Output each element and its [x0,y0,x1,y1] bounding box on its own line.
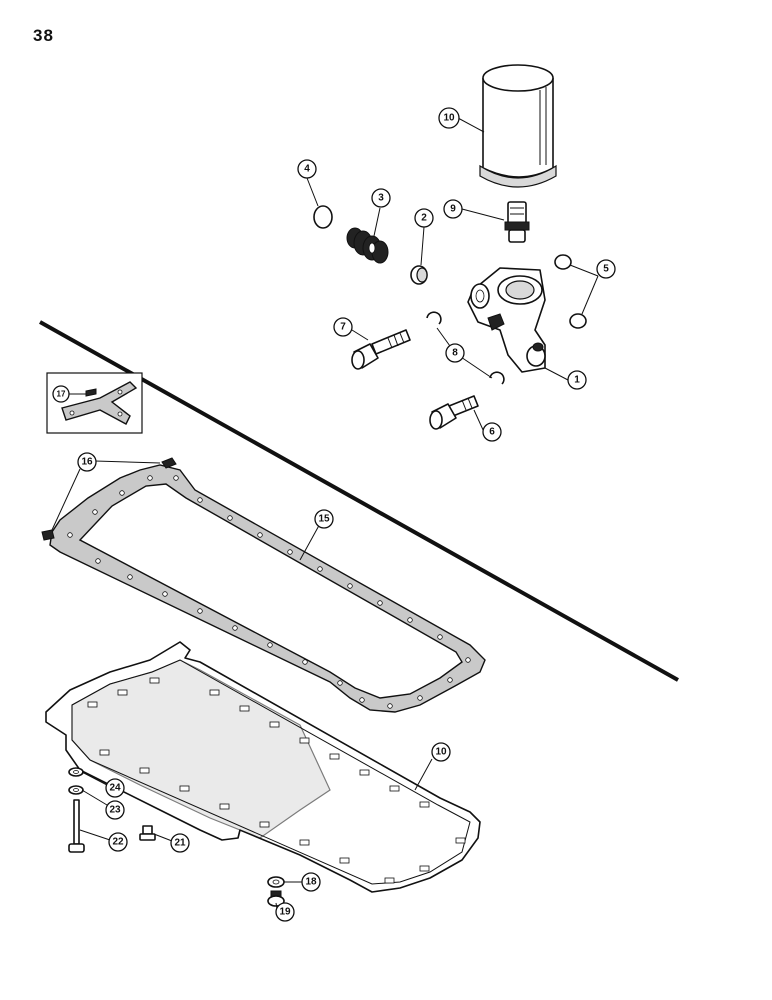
callout-1: 1 [567,370,587,390]
connector-nipple [504,201,530,243]
callout-8: 8 [445,343,465,363]
svg-text:24: 24 [109,783,121,794]
callout-7: 7 [333,317,353,337]
callout-24: 24 [105,778,125,798]
pan-flange-slots [87,677,466,884]
callout-17: 16 [77,452,97,472]
lock-washer-upper [426,311,442,325]
svg-text:9: 9 [450,204,456,215]
callout-16: 15 [314,509,334,529]
oil-filter [479,64,557,188]
short-bolt [429,395,479,430]
callout-10: 10 [438,107,460,129]
svg-text:3: 3 [378,193,384,204]
svg-text:19: 19 [279,907,291,918]
filter-adapter [467,267,546,373]
callout-4: 4 [297,159,317,179]
washer-24 [68,767,84,777]
o-ring-lower [569,313,587,329]
callout-9: 9 [443,199,463,219]
svg-text:1: 1 [574,375,580,386]
svg-text:16: 16 [81,457,93,468]
o-ring-upper [554,254,572,270]
callout-20: 19 [275,902,295,922]
relief-spring [346,227,389,264]
callout-15: 10 [431,742,451,762]
gasket-bolt-holes [67,475,471,709]
callout-6: 6 [482,422,502,442]
callout-2: 2 [414,208,434,228]
svg-text:21: 21 [174,838,186,849]
callout-21: 21 [170,833,190,853]
svg-text:18: 18 [305,877,317,888]
cap-plug [313,205,333,229]
callout-19: 18 [301,872,321,892]
relief-valve-plunger [410,265,428,285]
page-number: 38 [33,26,54,45]
lock-washer-lower [489,371,505,385]
callout-5: 5 [596,259,616,279]
long-stud-bolt-22 [68,799,85,853]
svg-text:10: 10 [435,747,447,758]
svg-text:4: 4 [304,164,310,175]
inset-detail-box [46,372,143,434]
svg-text:10: 10 [443,113,455,124]
svg-text:23: 23 [109,805,121,816]
long-bolt [351,329,411,370]
svg-text:17: 17 [57,390,66,399]
svg-text:7: 7 [340,322,346,333]
separator-line [39,320,679,682]
oil-pan-gasket [41,457,486,713]
svg-text:2: 2 [421,213,427,224]
svg-text:8: 8 [452,348,458,359]
oil-pan [45,641,481,893]
callout-23: 23 [105,800,125,820]
svg-text:15: 15 [318,514,330,525]
callout-18: 17 [52,385,70,403]
callout-3: 3 [371,188,391,208]
washer-23 [68,785,84,795]
svg-text:22: 22 [112,837,124,848]
svg-text:5: 5 [603,264,609,275]
gasket-washer-19 [267,876,285,888]
callout-22: 22 [108,832,128,852]
drain-plug-21 [139,825,156,841]
svg-text:6: 6 [489,427,495,438]
